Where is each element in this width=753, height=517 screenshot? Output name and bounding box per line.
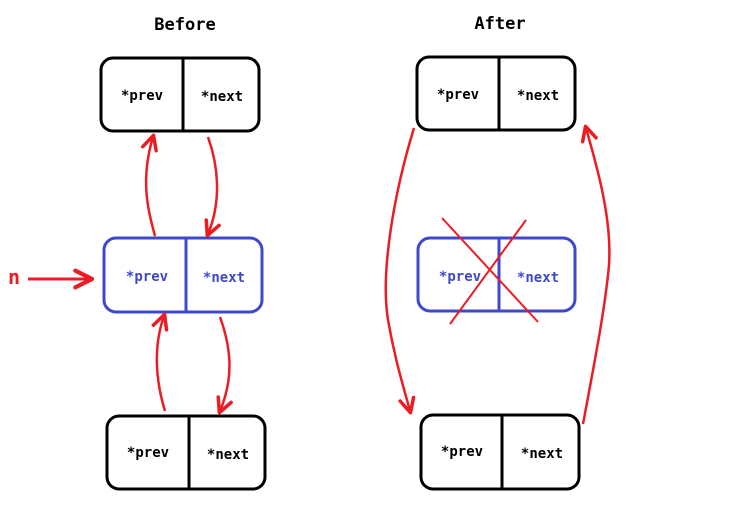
after-bottom-prev-to-top-arrow <box>580 124 611 425</box>
after-removed-next-field: *next <box>517 270 559 286</box>
after-top-node: *prev *next <box>415 55 577 132</box>
before-middle-prev-to-top-arrow <box>141 133 158 237</box>
before-top-next-to-middle-arrow <box>204 136 221 238</box>
after-bottom-prev-field: *prev <box>441 444 483 460</box>
pointer-n-label: n <box>8 265 20 289</box>
before-middle-prev-field: *prev <box>126 269 168 285</box>
before-bottom-next-field: *next <box>207 447 249 463</box>
after-bottom-next-field: *next <box>521 446 563 462</box>
after-bottom-node: *prev *next <box>419 413 581 491</box>
before-bottom-node: *prev *next <box>105 414 267 491</box>
before-middle-next-to-bottom-arrow <box>216 316 233 415</box>
before-heading: Before <box>154 15 215 35</box>
before-bottom-prev-field: *prev <box>127 445 169 461</box>
after-top-next-to-bottom-arrow <box>384 127 416 415</box>
after-heading: After <box>474 14 525 34</box>
after-removed-prev-field: *prev <box>439 269 481 285</box>
removal-cross-mark <box>441 217 539 325</box>
after-top-next-field: *next <box>517 88 559 104</box>
before-top-node: *prev *next <box>99 56 261 133</box>
before-bottom-prev-to-middle-arrow <box>151 312 169 412</box>
before-middle-node: *prev *next <box>102 236 264 314</box>
before-middle-next-field: *next <box>203 270 245 286</box>
before-top-next-field: *next <box>201 89 243 105</box>
after-top-prev-field: *prev <box>437 87 479 103</box>
before-top-prev-field: *prev <box>121 88 163 104</box>
after-removed-node: *prev *next <box>416 236 577 313</box>
